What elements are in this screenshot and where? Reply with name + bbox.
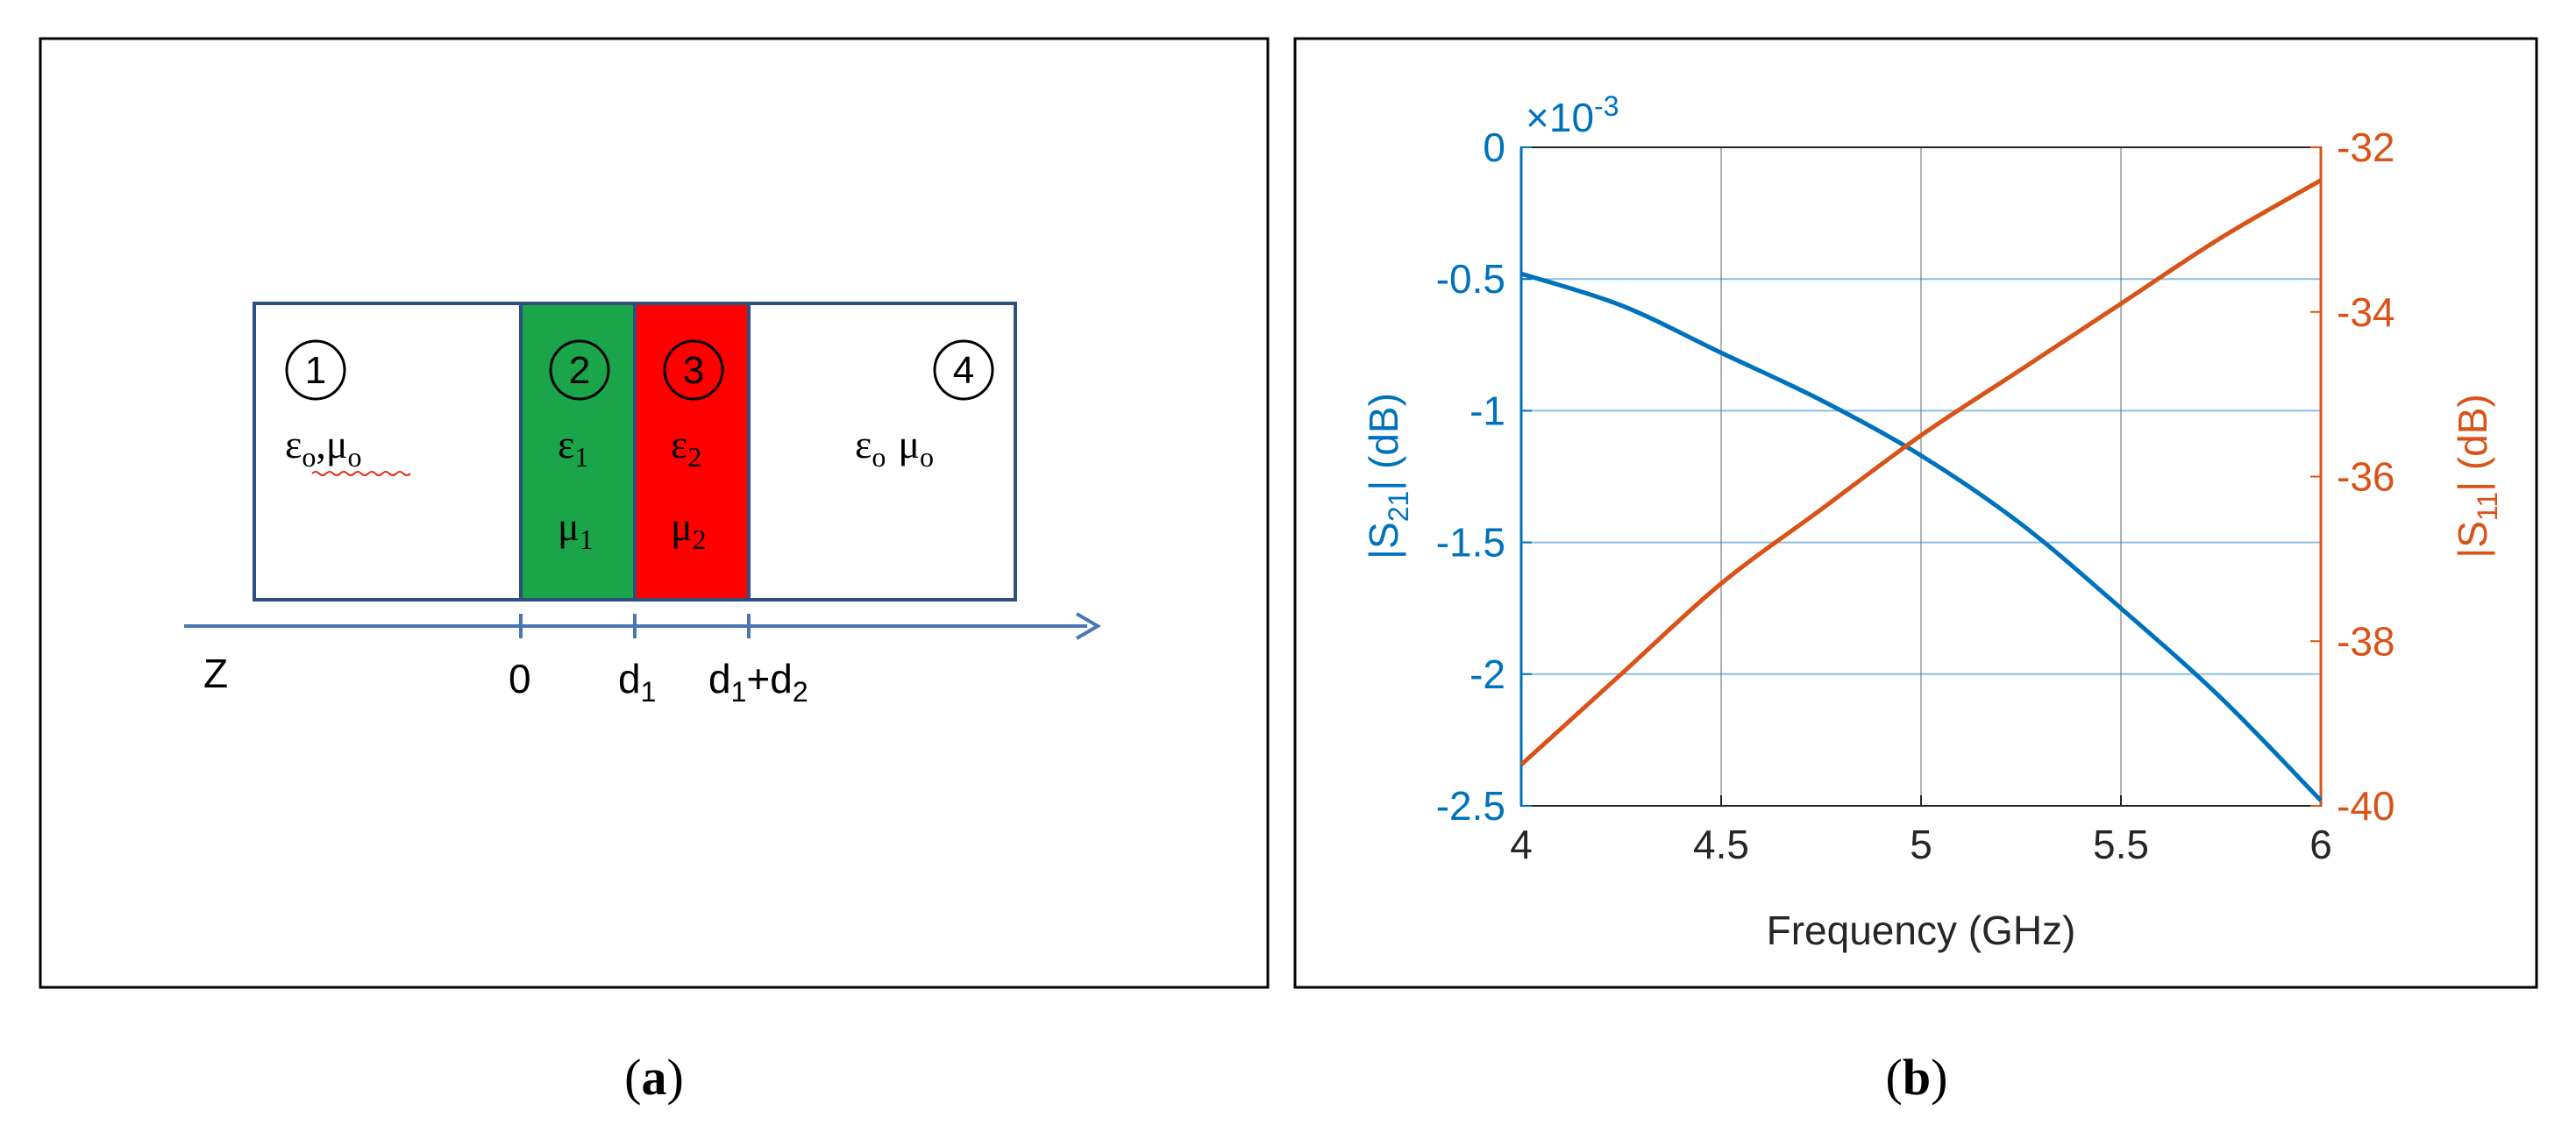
caption-a: (a): [624, 1049, 684, 1106]
spellcheck-underline: [311, 471, 411, 476]
left-y-axis-ticks: 0 -0.5 -1 -1.5 -2 -2.5: [1436, 125, 1532, 829]
x-tick-label: 4: [1510, 822, 1533, 867]
s11-series-line: [1519, 178, 2323, 766]
s21-series-line: [1520, 271, 2323, 802]
x-axis-ticks: 4 4.5 5 5.5 6: [1510, 795, 2332, 867]
left-y-tick-label: -0.5: [1436, 256, 1505, 302]
region-1-material-label: εo,μo: [285, 422, 362, 473]
z-axis-arrowhead: [1075, 612, 1101, 640]
region-3-number-circle: 3: [663, 339, 724, 401]
region-4-number-circle: 4: [933, 339, 994, 401]
region-1-background: [254, 303, 521, 600]
region-3-mu-label: μ2: [671, 504, 707, 555]
region-2-green-layer: [521, 303, 635, 600]
z-tick-label-d1-plus-d2: d1+d2: [708, 656, 808, 708]
region-2-epsilon-label: ε1: [558, 422, 588, 473]
region-3-epsilon-label: ε2: [671, 422, 701, 473]
left-y-exponent-label: ×10-3: [1526, 90, 1619, 140]
x-axis-label: Frequency (GHz): [1767, 908, 2076, 953]
left-y-tick-label: -2.5: [1436, 783, 1505, 829]
left-y-tick-label: -2: [1469, 652, 1505, 697]
left-y-tick-label: -1: [1469, 388, 1505, 433]
region-3-red-layer: [635, 303, 749, 600]
x-tick-label: 6: [2309, 822, 2332, 867]
right-y-tick-label: -36: [2337, 454, 2395, 500]
left-y-tick-label: -1.5: [1436, 520, 1505, 566]
left-y-axis-label: |S21| (dB): [1361, 393, 1414, 559]
z-tick-label-d1: d1: [618, 656, 656, 708]
region-1-number: 1: [305, 349, 326, 392]
panel-b: 4 4.5 5 5.5 6 0 -0.5 -1 -1.5 -2 -2.5 -32 -34 -36 -38…: [1293, 37, 2538, 989]
region-1-number-circle: 1: [285, 339, 346, 401]
region-2-mu-label: μ1: [558, 504, 594, 555]
right-y-tick-label: -34: [2337, 289, 2395, 335]
z-tick-label-0: 0: [509, 656, 531, 701]
x-tick-label: 5: [1910, 822, 1932, 867]
right-y-axis-ticks: -32 -34 -36 -38 -40: [2310, 125, 2395, 829]
left-y-tick-label: 0: [1483, 125, 1505, 170]
right-y-tick-label: -40: [2337, 783, 2395, 829]
right-y-axis-label: |S11| (dB): [2450, 394, 2503, 559]
z-axis-label: Z: [203, 651, 228, 696]
right-y-tick-label: -32: [2337, 125, 2395, 170]
x-tick-label: 5.5: [2093, 822, 2149, 867]
x-tick-label: 4.5: [1693, 822, 1749, 867]
region-4-background: [749, 303, 1015, 600]
region-4-number: 4: [953, 349, 974, 392]
right-y-tick-label: -38: [2337, 618, 2395, 664]
region-3-number: 3: [683, 349, 704, 392]
region-2-number-circle: 2: [549, 339, 610, 401]
caption-b: (b): [1886, 1049, 1948, 1106]
region-2-number: 2: [569, 349, 590, 392]
